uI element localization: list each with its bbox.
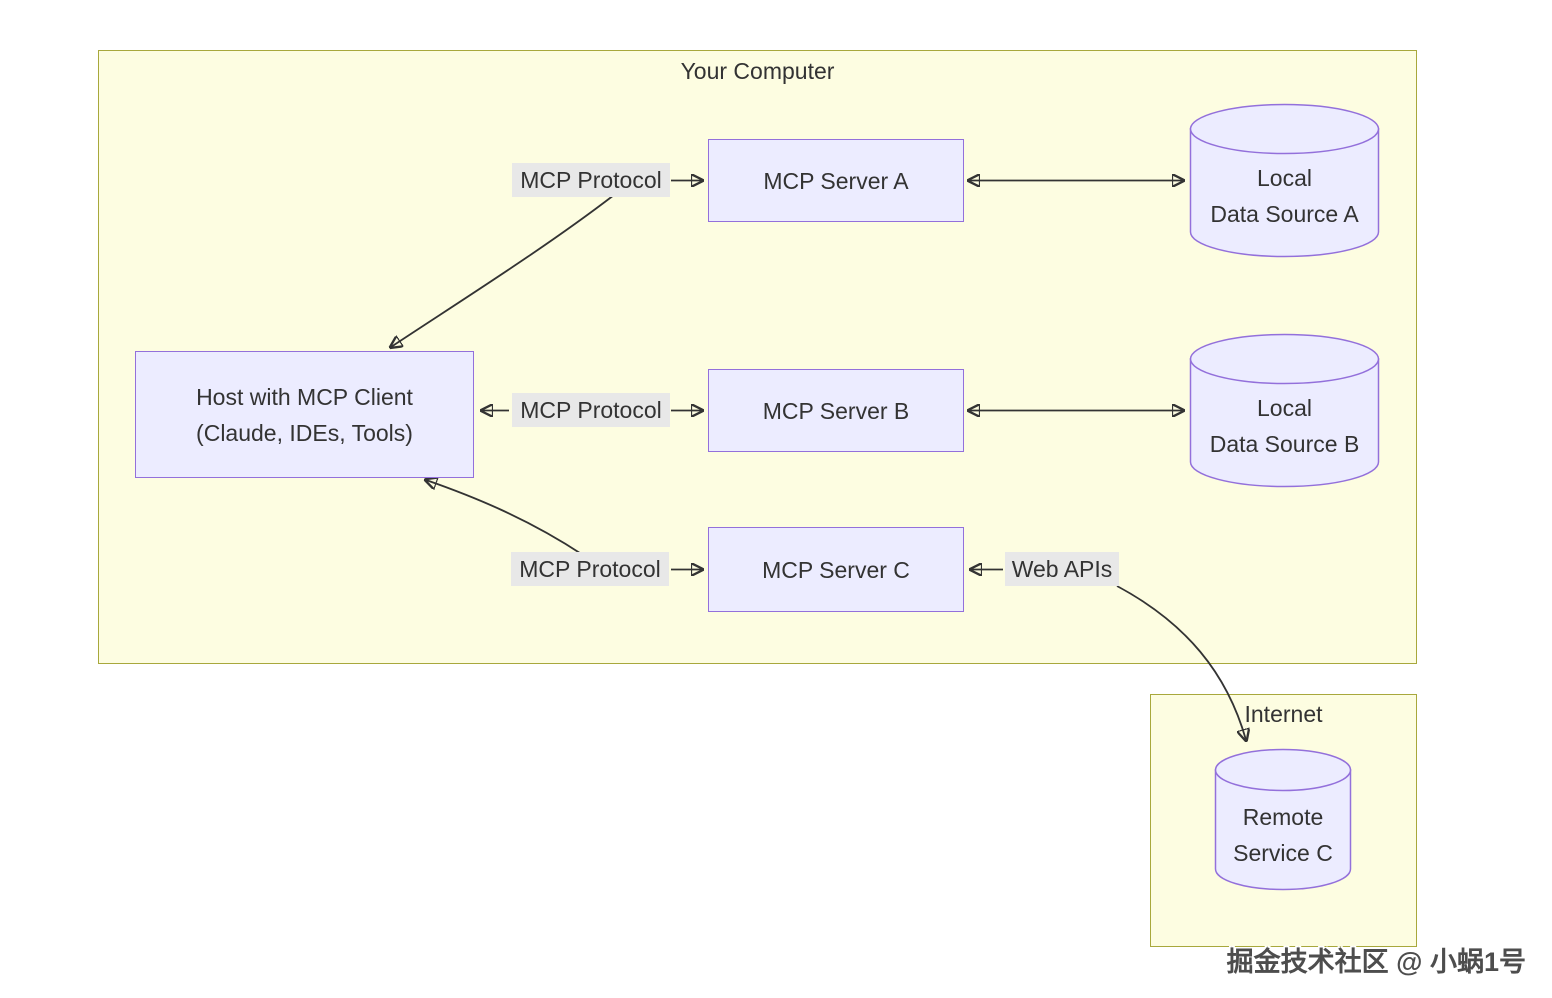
edge-label-mcp-protocol-b: MCP Protocol — [512, 393, 670, 427]
edge-label-mcp-protocol-a: MCP Protocol — [512, 163, 670, 197]
database-cylinder-icon — [1189, 103, 1380, 258]
local-data-source-a-line2: Data Source A — [1210, 201, 1359, 227]
mcp-server-c-node: MCP Server C — [708, 527, 964, 612]
local-data-source-b-node: Local Data Source B — [1189, 390, 1380, 462]
local-data-source-b-line2: Data Source B — [1209, 431, 1360, 457]
remote-service-c-node: Remote Service C — [1214, 799, 1352, 871]
mcp-server-c-label: MCP Server C — [762, 556, 910, 583]
host-node-line2: (Claude, IDEs, Tools) — [196, 419, 413, 446]
database-cylinder-icon — [1214, 748, 1352, 891]
your-computer-title: Your Computer — [680, 58, 835, 84]
host-node-line1: Host with MCP Client — [196, 383, 413, 410]
host-node: Host with MCP Client (Claude, IDEs, Tool… — [135, 351, 474, 478]
database-cylinder-icon — [1189, 333, 1380, 488]
internet-title: Internet — [1244, 701, 1323, 727]
local-data-source-a-node: Local Data Source A — [1189, 160, 1380, 232]
mcp-server-a-node: MCP Server A — [708, 139, 964, 222]
local-data-source-b-line1: Local — [1257, 395, 1312, 421]
mcp-server-b-node: MCP Server B — [708, 369, 964, 452]
watermark-text: 掘金技术社区 @ 小蜗1号 — [1226, 947, 1526, 977]
remote-service-c-line1: Remote — [1242, 804, 1324, 830]
edge-label-mcp-protocol-c: MCP Protocol — [511, 552, 669, 586]
edge-label-web-apis: Web APIs — [1005, 552, 1119, 586]
local-data-source-a-line1: Local — [1257, 165, 1312, 191]
mcp-server-b-label: MCP Server B — [762, 397, 910, 424]
mcp-server-a-label: MCP Server A — [763, 167, 909, 194]
remote-service-c-line2: Service C — [1233, 840, 1333, 866]
